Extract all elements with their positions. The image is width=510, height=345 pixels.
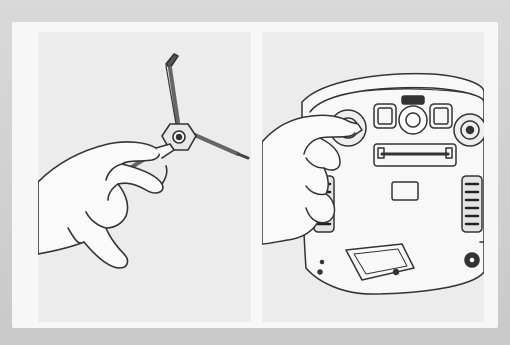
panel-robot-underside <box>262 32 484 322</box>
caster-wheel <box>399 106 427 134</box>
hand-icon <box>38 142 174 268</box>
panel-remove-side-brush <box>38 32 251 322</box>
side-brush-drawing <box>38 32 251 322</box>
right-drive-wheel <box>462 176 482 232</box>
robot-underside-drawing <box>262 32 484 322</box>
